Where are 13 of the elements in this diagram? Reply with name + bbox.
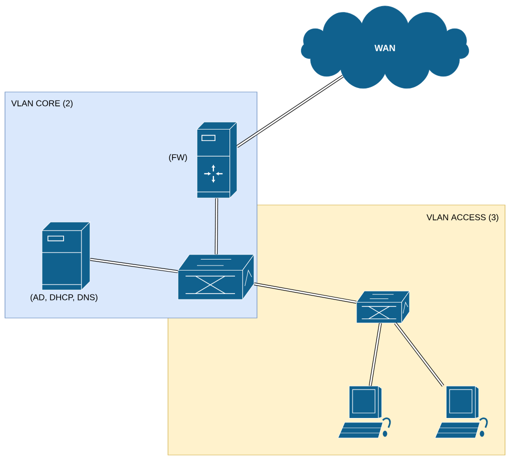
device-label: (AD, DHCP, DNS) xyxy=(30,294,98,302)
cloud: WAN xyxy=(301,6,470,89)
network-link xyxy=(394,322,444,387)
switch-icon xyxy=(356,290,410,324)
network-link xyxy=(368,322,382,386)
network-link xyxy=(236,74,344,148)
computer-icon xyxy=(434,386,488,438)
device-label: (FW) xyxy=(169,154,187,162)
network-link xyxy=(90,258,178,274)
network-link xyxy=(214,198,218,254)
switch-icon xyxy=(178,254,254,300)
network-link xyxy=(254,282,357,304)
computer-icon xyxy=(338,386,391,438)
